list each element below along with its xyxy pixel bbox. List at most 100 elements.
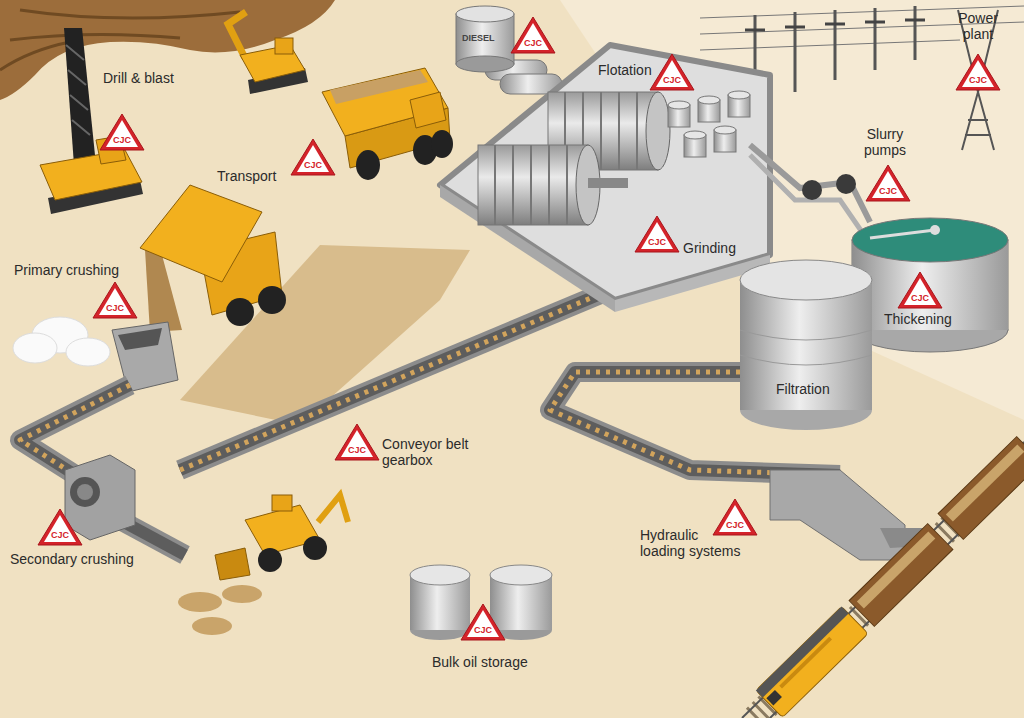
train-part-part [766, 690, 782, 706]
railway [742, 442, 1024, 718]
diesel-tank-part [456, 56, 514, 72]
badge-triangle [37, 508, 83, 546]
flotation-cells-part [714, 126, 736, 134]
badge-triangle [460, 603, 506, 641]
grinding-building-part [440, 45, 770, 300]
loader-part [215, 548, 250, 580]
haul-truck-part [356, 150, 380, 180]
drill-rig-part [66, 45, 90, 135]
train-part-part [756, 606, 849, 697]
haul-truck-part [431, 130, 453, 158]
conveyor-belt [20, 290, 840, 555]
badge-triangle [712, 498, 758, 536]
flotation-cells-part [698, 96, 720, 104]
thickener [852, 218, 1008, 352]
flotation-cells-part [684, 131, 706, 139]
cjc-badge: CJC [290, 138, 336, 176]
badge-text: CJC [92, 303, 138, 313]
badge-outer [956, 54, 1000, 90]
badge-outer [866, 165, 910, 201]
loader-part [178, 592, 222, 612]
badge-triangle [649, 53, 695, 91]
badge-text: CJC [634, 237, 680, 247]
railway-part [742, 442, 1024, 718]
filtration-tank [740, 260, 872, 430]
grinding-building-part [646, 92, 670, 170]
train-part-part [857, 531, 935, 608]
badge-text: CJC [865, 186, 911, 196]
badge-triangle [955, 53, 1001, 91]
station-label: Power plant [950, 10, 1006, 42]
badge-outer [335, 424, 379, 460]
badge-triangle [634, 215, 680, 253]
train-part [938, 437, 1024, 540]
badge-outer [38, 509, 82, 545]
mine-pit-part [0, 10, 240, 70]
secondary-crusher-part [77, 484, 93, 500]
dump-truck-part [226, 298, 254, 326]
cjc-badge: CJC [955, 53, 1001, 91]
station-label: Bulk oil storage [432, 654, 528, 670]
badge-triangle [290, 138, 336, 176]
slurry-pipes-part [836, 174, 856, 194]
badge-text: CJC [37, 530, 83, 540]
train-part-part [946, 444, 1024, 521]
loader-part [258, 548, 282, 572]
badge-text: CJC [290, 160, 336, 170]
conveyor-belt-part [180, 290, 610, 470]
station-label: Grinding [683, 240, 736, 256]
cjc-badge: CJC [92, 281, 138, 319]
mine-pit [0, 0, 335, 100]
thickener-part [930, 225, 940, 235]
bulk-oil-tanks-part [490, 565, 552, 585]
primary-crusher-part [118, 328, 162, 350]
flotation-cells-part [728, 91, 750, 99]
badge-text: CJC [955, 75, 1001, 85]
badge-outer [461, 604, 505, 640]
excavator-part [275, 38, 293, 54]
station-label: Secondary crushing [10, 551, 134, 567]
primary-crusher-part [13, 333, 57, 363]
slurry-pipes-part [750, 145, 870, 222]
badge-triangle [510, 16, 556, 54]
drill-rig-part [64, 28, 96, 165]
train [756, 437, 1024, 718]
primary-crusher [13, 317, 178, 392]
grinding-building-part [495, 145, 567, 225]
cjc-badge: CJC [460, 603, 506, 641]
badge-triangle [99, 113, 145, 151]
badge-outer [291, 139, 335, 175]
badge-outer [511, 17, 555, 53]
badge-triangle [897, 271, 943, 309]
train-part-part [779, 637, 832, 689]
filtration-tank-part [740, 330, 872, 365]
train-part-part [938, 437, 1024, 540]
loading-structure-part [770, 470, 905, 560]
power-lines-part [755, 6, 915, 95]
badge-text: CJC [510, 38, 556, 48]
primary-crusher-part [66, 338, 110, 366]
station-label: DIESEL [462, 33, 495, 44]
station-label: Flotation [598, 62, 652, 78]
dump-truck-part [258, 286, 286, 314]
cjc-badge: CJC [897, 271, 943, 309]
thickener-part [852, 218, 1008, 262]
flotation-cells [668, 91, 750, 157]
drill-rig-part [40, 150, 142, 200]
grinding-building [440, 45, 770, 312]
dump-truck [140, 185, 286, 332]
badge-outer [100, 114, 144, 150]
filtration-tank-part [740, 260, 872, 300]
station-label: Hydraulic loading systems [640, 527, 746, 559]
loader-part [318, 495, 348, 522]
loader-part [272, 495, 292, 511]
flotation-cells-part [668, 101, 690, 109]
station-label: Drill & blast [103, 70, 174, 86]
loader [178, 495, 348, 635]
bulk-oil-tanks-part [410, 565, 470, 585]
cjc-badge: CJC [334, 423, 380, 461]
excavator-part [240, 45, 305, 82]
train-part [756, 606, 868, 717]
badge-text: CJC [712, 520, 758, 530]
cjc-badge: CJC [865, 164, 911, 202]
